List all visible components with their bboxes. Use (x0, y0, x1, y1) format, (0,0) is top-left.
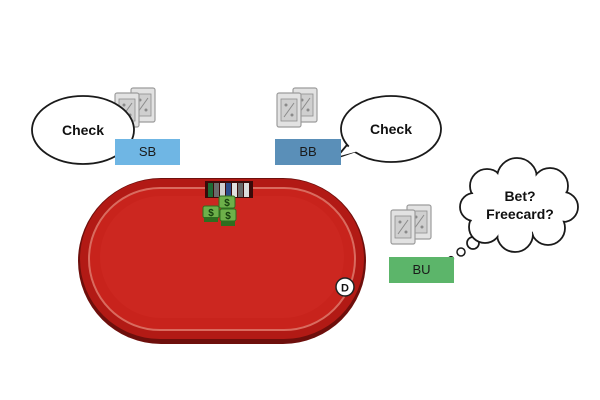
dealer-button-label: D (341, 283, 349, 295)
chip-tray (205, 181, 253, 198)
pot-chip-symbol: $ (208, 208, 214, 219)
bu-thought-line-2: Freecard? (486, 206, 554, 222)
bu-thought-line-1: Bet? (504, 188, 536, 204)
bb-hole-cards (276, 87, 318, 128)
seat-bu-label: BU (389, 257, 454, 283)
bb-speech-bubble (335, 95, 442, 163)
seat-bb-label: BB (275, 139, 341, 165)
pot-chip-symbol: $ (224, 198, 230, 209)
dealer-button: D (335, 277, 355, 297)
pot-chips: $ $ $ (202, 195, 237, 226)
seat-sb-label: SB (115, 139, 180, 165)
bu-hole-cards (390, 204, 432, 245)
bu-thought-bubble (447, 157, 579, 263)
bb-action-text: Check (369, 121, 413, 137)
pot-chip-symbol: $ (225, 211, 231, 222)
poker-table (78, 178, 366, 344)
sb-action-text: Check (61, 122, 105, 138)
